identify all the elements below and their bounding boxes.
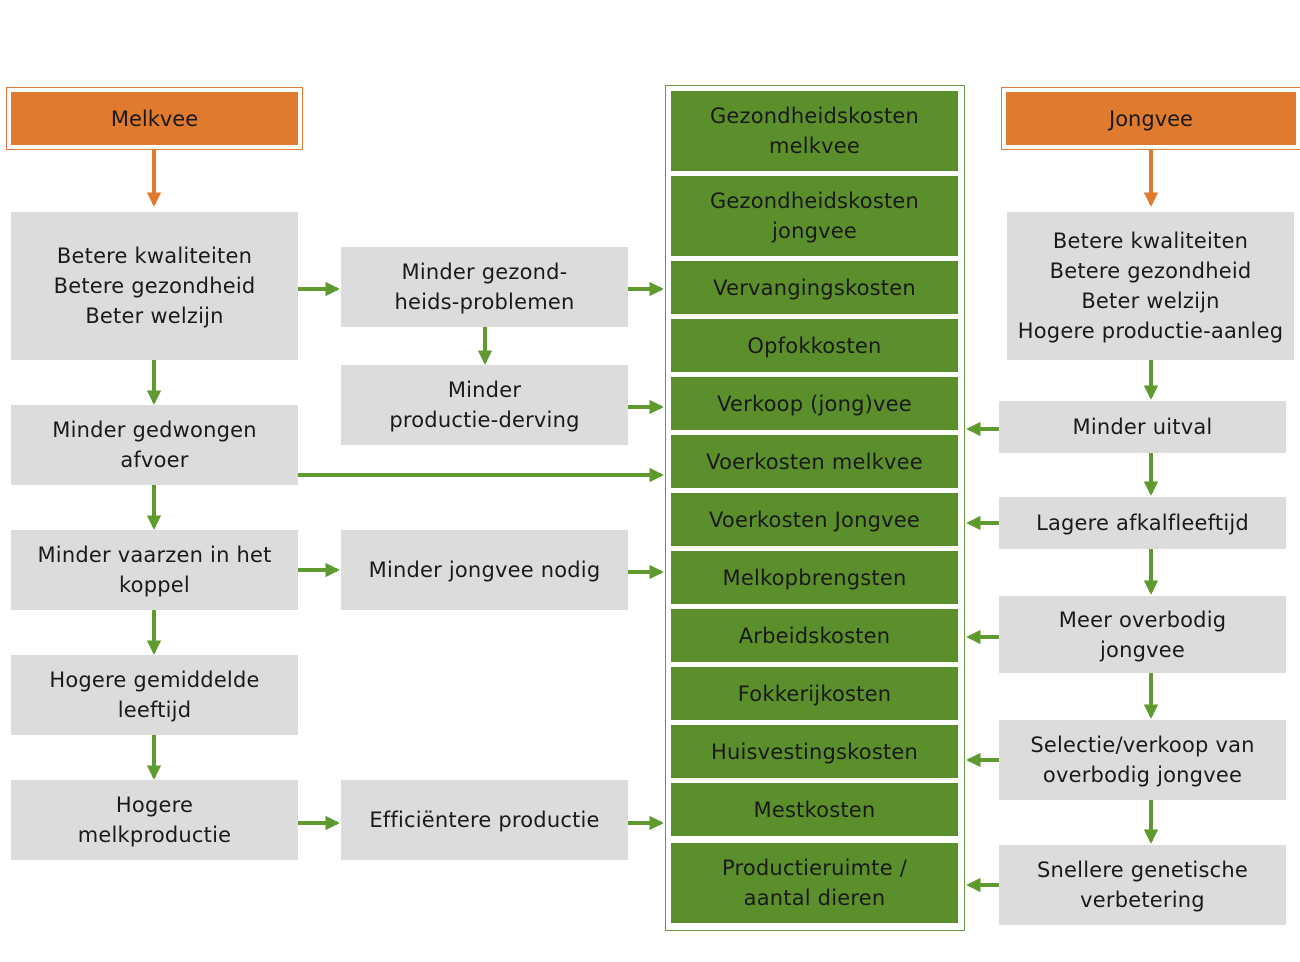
- jongvee-node-genetische-verbetering: Snellere genetische verbetering: [999, 845, 1286, 925]
- cost-item-arbeidskosten: Arbeidskosten: [671, 609, 958, 662]
- jongvee-node-meer-overbodig: Meer overbodig jongvee: [999, 596, 1286, 673]
- melkvee-node-minder-vaarzen: Minder vaarzen in het koppel: [11, 530, 298, 610]
- cost-item-productieruimte: Productieruimte / aantal dieren: [671, 843, 958, 923]
- cost-item-fokkerijkosten: Fokkerijkosten: [671, 667, 958, 720]
- cost-item-gezondheidskosten-jongvee: Gezondheidskosten jongvee: [671, 176, 958, 256]
- node-efficientere-productie: Efficiëntere productie: [341, 780, 628, 860]
- melkvee-node-hogere-leeftijd: Hogere gemiddelde leeftijd: [11, 655, 298, 735]
- melkvee-header: Melkvee: [6, 87, 303, 150]
- cost-item-voerkosten-jongvee: Voerkosten Jongvee: [671, 493, 958, 546]
- jongvee-node-selectie-verkoop: Selectie/verkoop van overbodig jongvee: [999, 720, 1286, 800]
- melkvee-header-label: Melkvee: [11, 92, 298, 145]
- node-minder-productiederving: Minder productie-derving: [341, 365, 628, 445]
- jongvee-header: Jongvee: [1001, 87, 1300, 150]
- cost-item-vervangingskosten: Vervangingskosten: [671, 261, 958, 314]
- node-minder-jongvee-nodig: Minder jongvee nodig: [341, 530, 628, 610]
- cost-item-gezondheidskosten-melkvee: Gezondheidskosten melkvee: [671, 91, 958, 171]
- jongvee-header-label: Jongvee: [1006, 92, 1296, 145]
- jongvee-node-lagere-afkalfleeftijd: Lagere afkalfleeftijd: [999, 497, 1286, 549]
- melkvee-node-gedwongen-afvoer: Minder gedwongen afvoer: [11, 405, 298, 485]
- cost-item-voerkosten-melkvee: Voerkosten melkvee: [671, 435, 958, 488]
- cost-item-opfokkosten: Opfokkosten: [671, 319, 958, 372]
- cost-item-verkoop-jongvee: Verkoop (jong)vee: [671, 377, 958, 430]
- cost-item-huisvestingskosten: Huisvestingskosten: [671, 725, 958, 778]
- jongvee-node-kwaliteiten: Betere kwaliteiten Betere gezondheid Bet…: [1007, 212, 1294, 360]
- melkvee-node-kwaliteiten: Betere kwaliteiten Betere gezondheid Bet…: [11, 212, 298, 360]
- melkvee-node-hogere-melkproductie: Hogere melkproductie: [11, 780, 298, 860]
- node-minder-gezondheidsproblemen: Minder gezond- heids-problemen: [341, 247, 628, 327]
- jongvee-node-minder-uitval: Minder uitval: [999, 401, 1286, 453]
- cost-item-melkopbrengsten: Melkopbrengsten: [671, 551, 958, 604]
- cost-item-mestkosten: Mestkosten: [671, 783, 958, 836]
